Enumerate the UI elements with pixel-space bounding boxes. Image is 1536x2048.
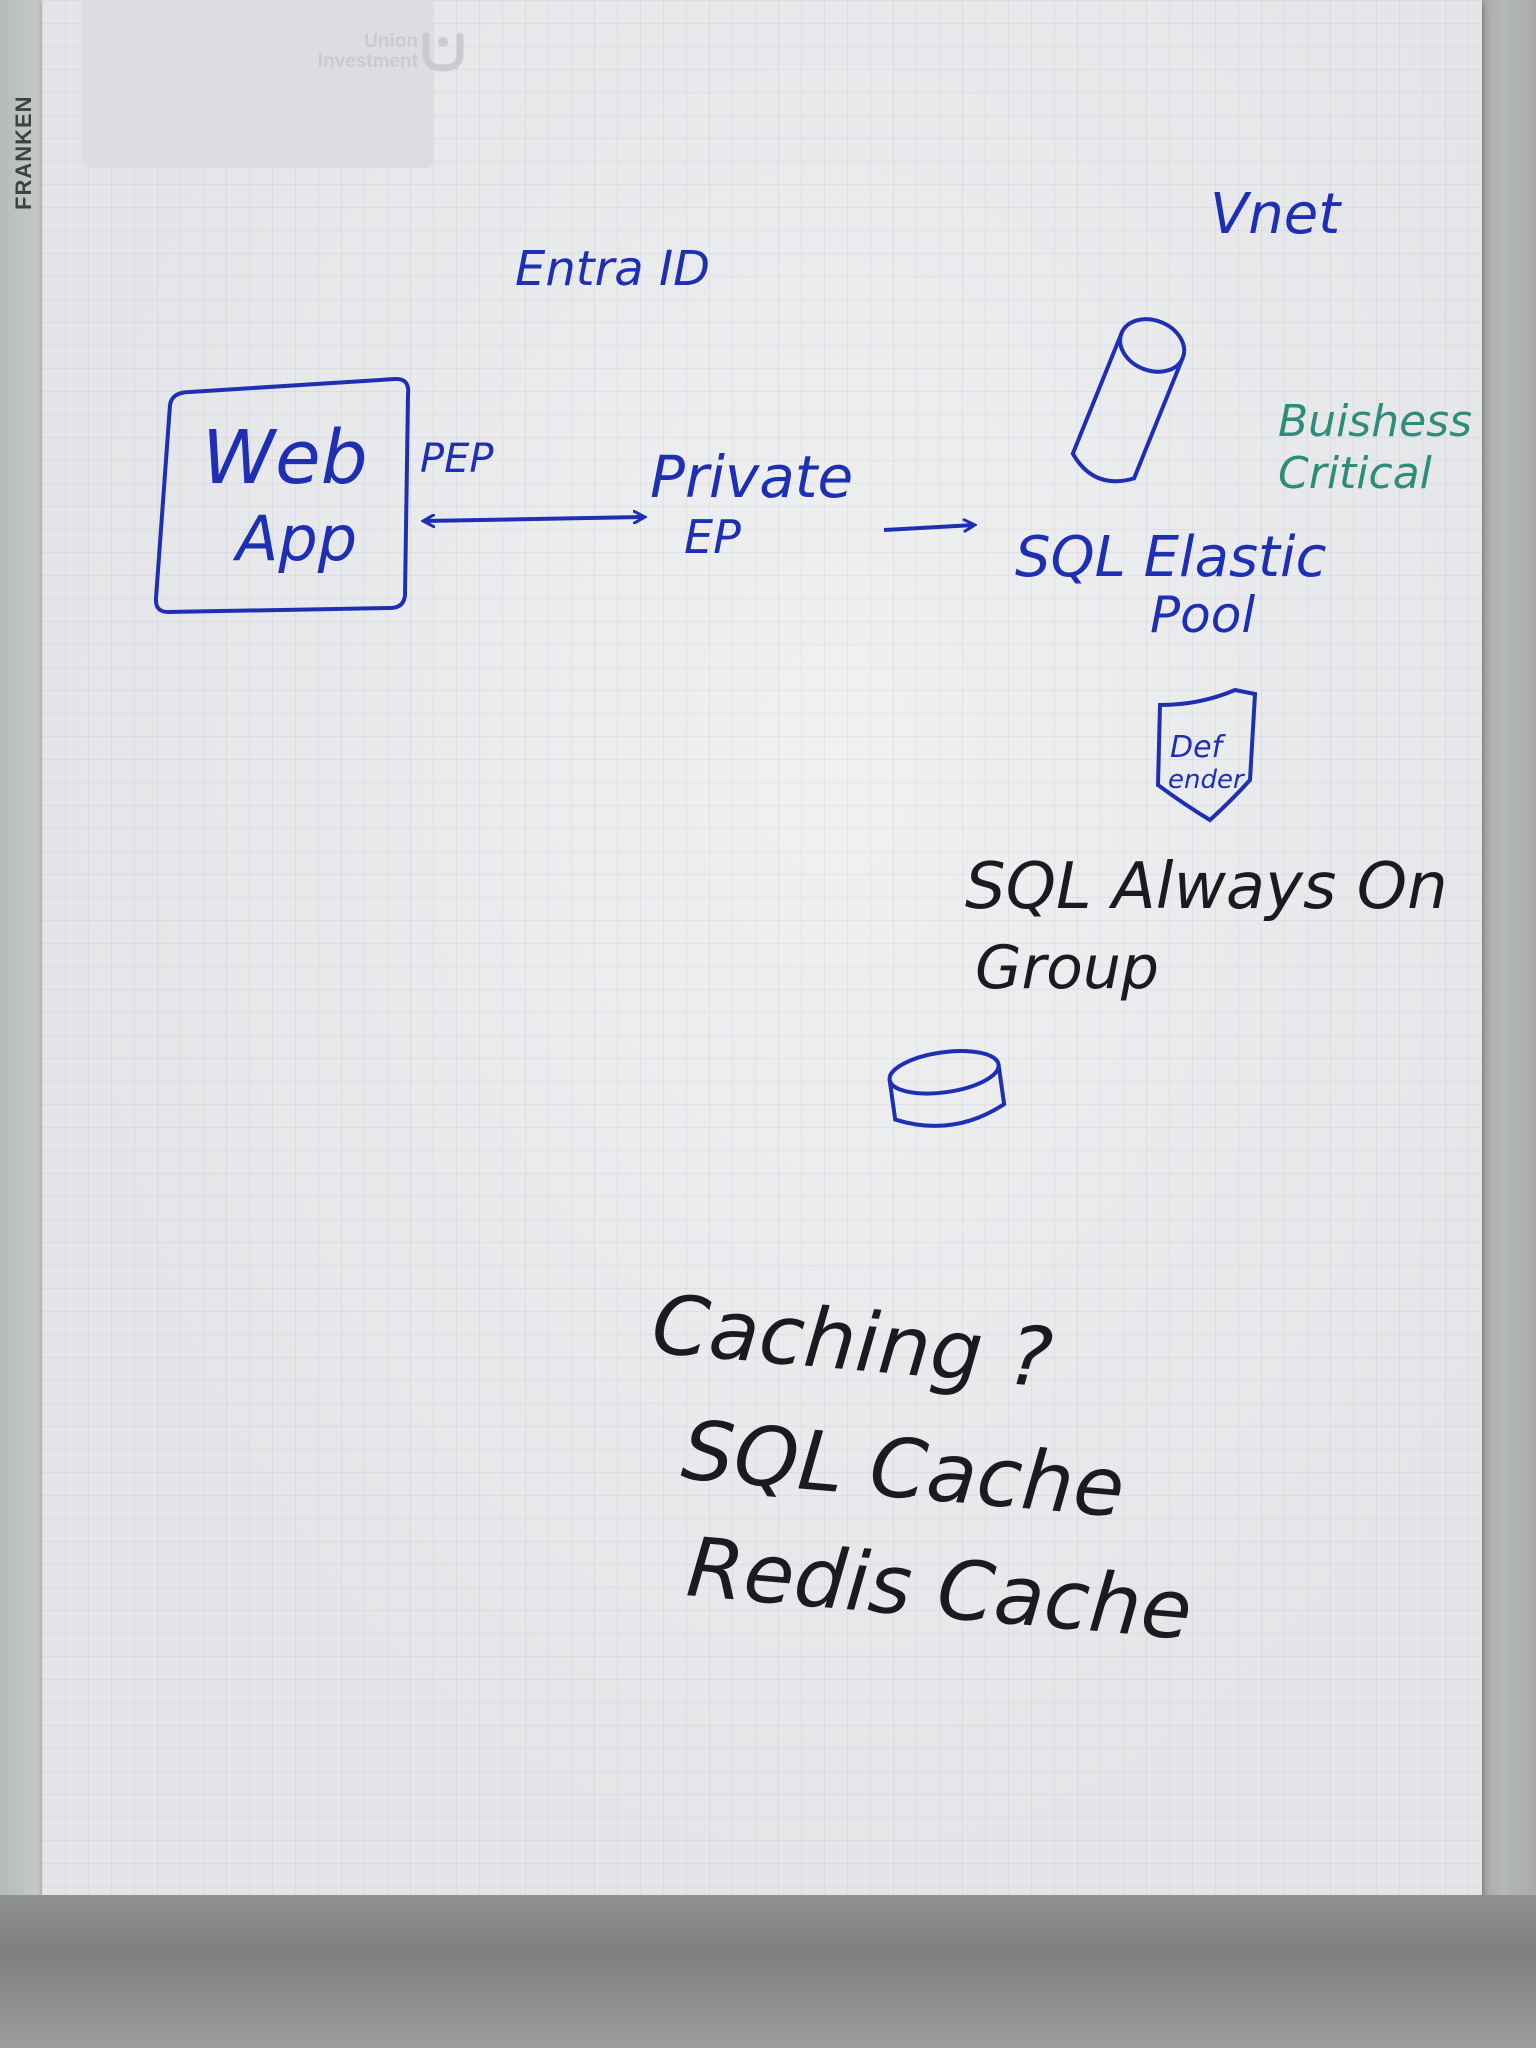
private-endpoint-label-line2: EP	[684, 510, 741, 564]
logo-panel: Union Investment	[82, 0, 464, 168]
web-app-box	[153, 376, 411, 615]
sql-cache-label: SQL Cache	[678, 1403, 1128, 1536]
vnet-label: Vnet	[1210, 182, 1342, 247]
web-app-node: Web App	[153, 376, 411, 615]
easel-tray	[0, 1895, 1536, 2048]
sql-elastic-pool-label-line1: SQL Elastic	[1015, 525, 1327, 590]
caching-question-label: Caching ?	[648, 1277, 1056, 1407]
database-icon	[1070, 317, 1187, 484]
web-app-label-line1: Web	[202, 415, 368, 501]
sql-elastic-pool-label-line2: Pool	[1150, 586, 1255, 644]
always-on-label-line1: SQL Always On	[965, 850, 1448, 924]
private-endpoint-label-line1: Private	[650, 443, 853, 511]
union-logo-icon	[422, 32, 464, 72]
redis-cache-label: Redis Cache	[683, 1520, 1195, 1659]
pep-label: PEP	[420, 436, 494, 482]
entra-id-label: Entra ID	[515, 241, 710, 297]
flipchart-paper	[42, 0, 1482, 1905]
defender-shield-icon: Def ender	[1155, 687, 1258, 823]
private-endpoint-node: Private EP	[650, 443, 853, 564]
defender-label-line1: Def	[1170, 730, 1227, 765]
web-app-label-line2: App	[232, 502, 357, 575]
private-endpoint-to-sql-arrow	[883, 525, 974, 530]
defender-label-line2: ender	[1168, 765, 1246, 795]
small-database-icon	[887, 1049, 1007, 1128]
business-critical-label-line1: Buishess	[1278, 396, 1472, 447]
business-critical-label-line2: Critical	[1278, 448, 1433, 499]
always-on-label-line2: Group	[975, 933, 1159, 1003]
webapp-to-private-endpoint-arrow	[424, 517, 644, 521]
logo-wordmark: Union Investment	[317, 31, 418, 72]
